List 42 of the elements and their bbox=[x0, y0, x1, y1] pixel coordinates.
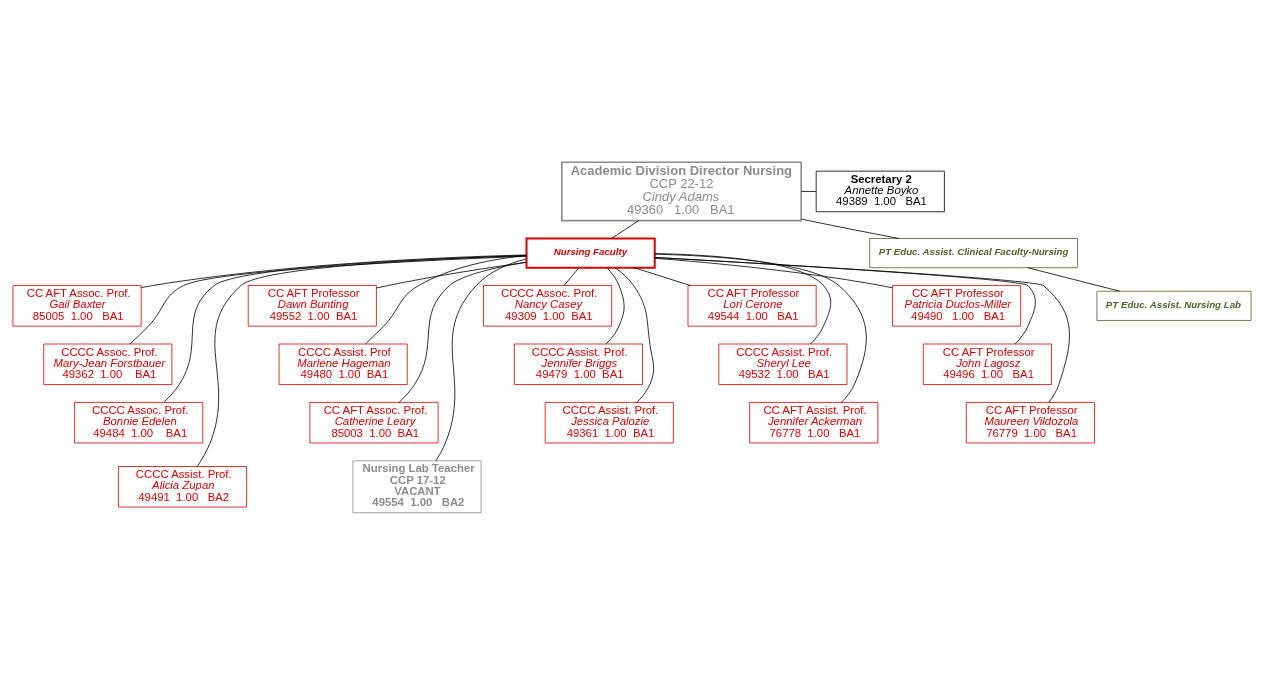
node-box: CC AFT Assist. Prof. Jennifer Ackerman 76778 1.00 BA1 bbox=[749, 401, 879, 443]
node-box: CCCC Assoc. Prof. Mary-Jean Forstbauer 49362 1.00 BA1 bbox=[43, 343, 173, 385]
connector bbox=[435, 258, 527, 461]
node-box: CC AFT Assoc. Prof. Catherine Leary 85003 1.00 BA1 bbox=[309, 401, 439, 443]
node-box: CCCC Assist. Prof Marlene Hageman 49480 1.00 BA1 bbox=[278, 343, 408, 385]
node-box: PT Educ. Assist. Clinical Faculty-Nursing bbox=[869, 237, 1078, 268]
node-box: Nursing Lab Teacher CCP 17-12 VACANT 49554 1.00 BA2 bbox=[352, 459, 482, 513]
node-box: CC AFT Professor John Lagosz 49496 1.00 BA1 bbox=[922, 343, 1052, 385]
node-box: CC AFT Assoc. Prof. Gail Baxter 85005 1.00 BA1 bbox=[12, 284, 142, 327]
node-box: CCCC Assist. Prof. Jennifer Briggs 49479 1.00 BA1 bbox=[513, 343, 643, 385]
connector bbox=[654, 256, 1036, 344]
connector bbox=[614, 266, 655, 403]
connector bbox=[398, 261, 527, 403]
node-box: CCCC Assist. Prof. Sheryl Lee 49532 1.00 BA1 bbox=[718, 343, 848, 385]
node-box: CCCC Assoc. Prof. Bonnie Edelen 49484 1.00 BA1 bbox=[74, 401, 204, 443]
node-box: Secretary 2 Annette Boyko 49389 1.00 BA1 bbox=[815, 170, 945, 212]
node-box: CCCC Assist. Prof. Jessica Palozie 49361 1.00 BA1 bbox=[544, 401, 674, 443]
connector bbox=[611, 219, 639, 239]
node-box: Nursing Faculty bbox=[525, 237, 656, 269]
connector bbox=[563, 267, 580, 286]
connector bbox=[654, 252, 832, 344]
connector bbox=[801, 218, 900, 239]
connector bbox=[654, 253, 867, 403]
node-box: CC AFT Professor Patricia Duclos-Miller 49490 1.00 BA1 bbox=[892, 284, 1022, 327]
connector bbox=[1027, 266, 1121, 292]
node-box: CCCC Assoc. Prof. Nancy Casey 49309 1.00 BA1 bbox=[483, 284, 613, 327]
node-box: CC AFT Professor Lori Cerone 49544 1.00 BA1 bbox=[687, 284, 817, 327]
connector bbox=[129, 255, 527, 344]
connector bbox=[654, 257, 893, 288]
connector bbox=[801, 190, 817, 192]
connector bbox=[654, 256, 1070, 403]
connector bbox=[163, 254, 527, 403]
connector bbox=[364, 254, 527, 344]
connector bbox=[140, 254, 527, 288]
connector bbox=[633, 266, 691, 286]
connector bbox=[605, 266, 625, 344]
node-box: CC AFT Professor Maureen Vildozola 76779 1.00 BA1 bbox=[965, 401, 1095, 443]
node-box: CCCC Assist. Prof. Alicia Zupan 49491 1.00 BA2 bbox=[118, 465, 247, 507]
node-box: CC AFT Professor Dawn Bunting 49552 1.00 BA1 bbox=[247, 284, 377, 327]
connector bbox=[196, 254, 527, 467]
node-box: Academic Division Director Nursing CCP 22-12 Cindy Adams 49360 1.00 BA1 bbox=[561, 160, 802, 221]
node-box: PT Educ. Assist. Nursing Lab bbox=[1096, 290, 1252, 321]
